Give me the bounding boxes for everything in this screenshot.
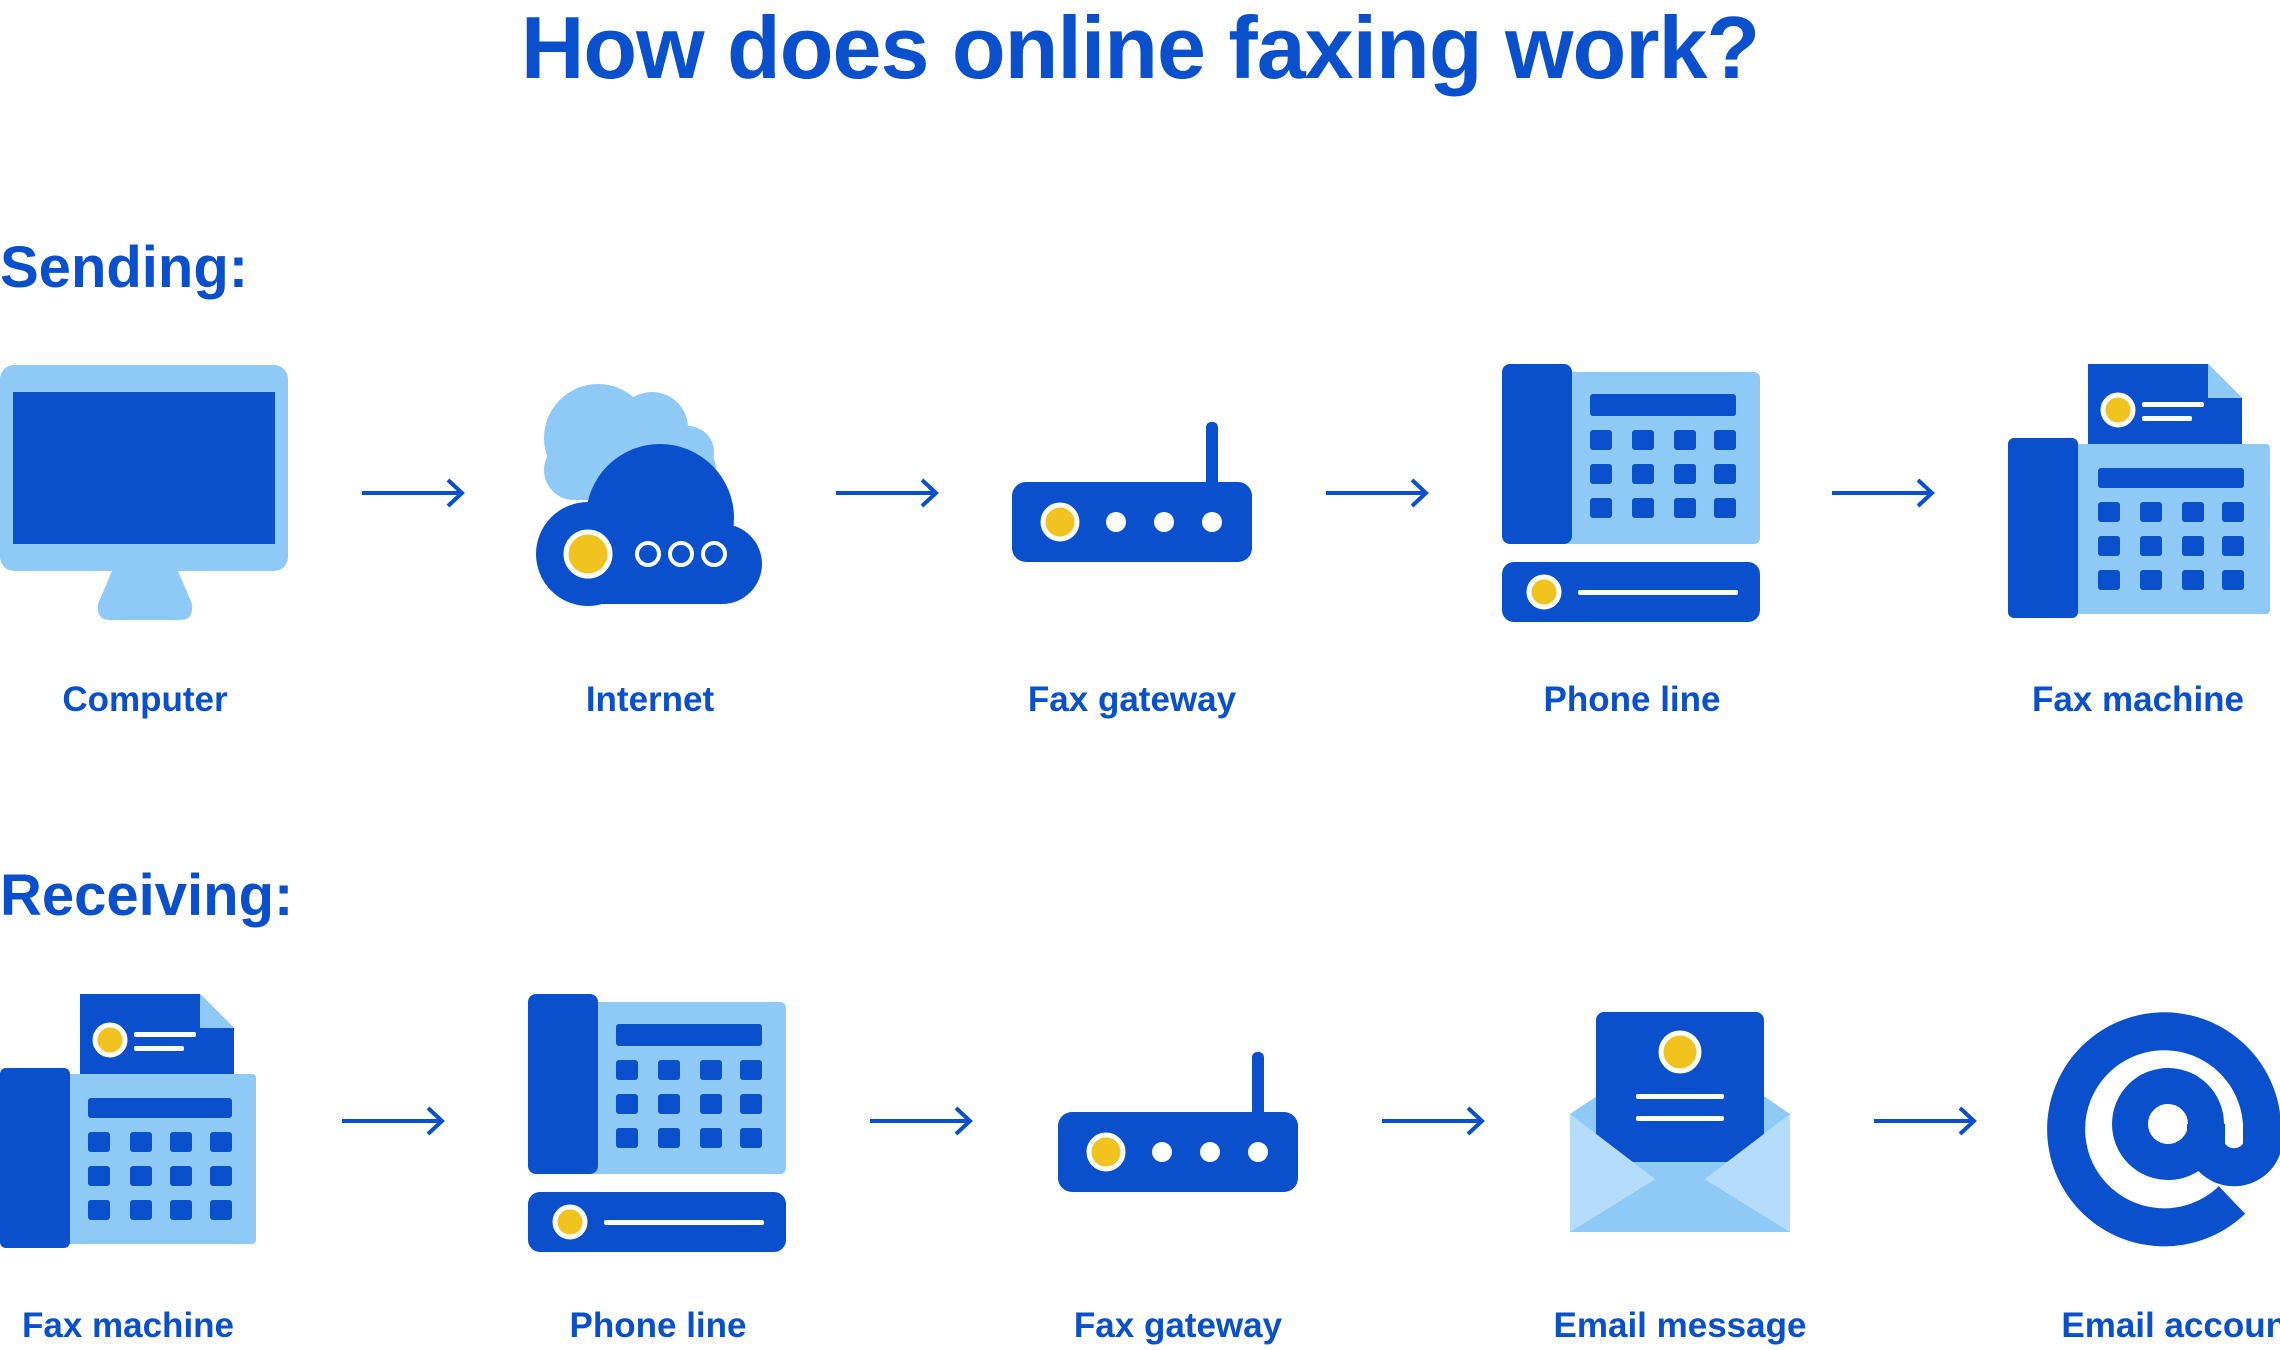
router-icon [1058, 1052, 1298, 1192]
sending-heading: Sending: [0, 235, 249, 300]
sending-step-phone-line [1502, 364, 1762, 624]
router-icon [1012, 422, 1252, 562]
sending-step-fax-machine [2008, 364, 2270, 628]
arrow-right-icon [1326, 478, 1429, 508]
phone-icon [528, 994, 786, 1252]
fax-machine-icon [2008, 364, 2270, 618]
sending-step-internet [536, 376, 766, 606]
page-title: How does online faxing work? [520, 0, 1760, 97]
arrow-right-icon [342, 1106, 445, 1136]
arrow-right-icon [836, 478, 939, 508]
sending-label-internet: Internet [585, 680, 715, 719]
fax-machine-icon [0, 994, 256, 1248]
receiving-step-phone-line [528, 994, 788, 1254]
receiving-step-fax-gateway [1058, 1052, 1302, 1196]
cloud-icon [536, 384, 762, 606]
sending-label-fax-gateway: Fax gateway [1027, 680, 1237, 719]
arrow-right-icon [1874, 1106, 1977, 1136]
computer-icon [0, 365, 288, 620]
receiving-step-fax-machine [0, 994, 262, 1258]
arrow-right-icon [870, 1106, 973, 1136]
receiving-label-fax-machine: Fax machine [21, 1306, 235, 1345]
receiving-label-email-message: Email message [1553, 1306, 1807, 1345]
receiving-step-email-account [2047, 1012, 2280, 1247]
sending-step-computer [0, 364, 290, 624]
envelope-icon [1570, 1012, 1790, 1232]
arrow-right-icon [1382, 1106, 1485, 1136]
arrow-right-icon [1832, 478, 1935, 508]
receiving-heading: Receiving: [0, 863, 294, 928]
sending-step-fax-gateway [1012, 422, 1256, 566]
arrow-right-icon [362, 478, 465, 508]
sending-label-computer: Computer [62, 680, 228, 719]
phone-icon [1502, 364, 1760, 622]
sending-label-fax-machine: Fax machine [2031, 680, 2245, 719]
receiving-step-email-message [1570, 1012, 1792, 1236]
sending-label-phone-line: Phone line [1543, 680, 1721, 719]
at-sign-icon [2047, 1012, 2280, 1247]
receiving-label-email-account: Email account [2061, 1306, 2280, 1345]
receiving-label-fax-gateway: Fax gateway [1073, 1306, 1283, 1345]
receiving-label-phone-line: Phone line [569, 1306, 747, 1345]
